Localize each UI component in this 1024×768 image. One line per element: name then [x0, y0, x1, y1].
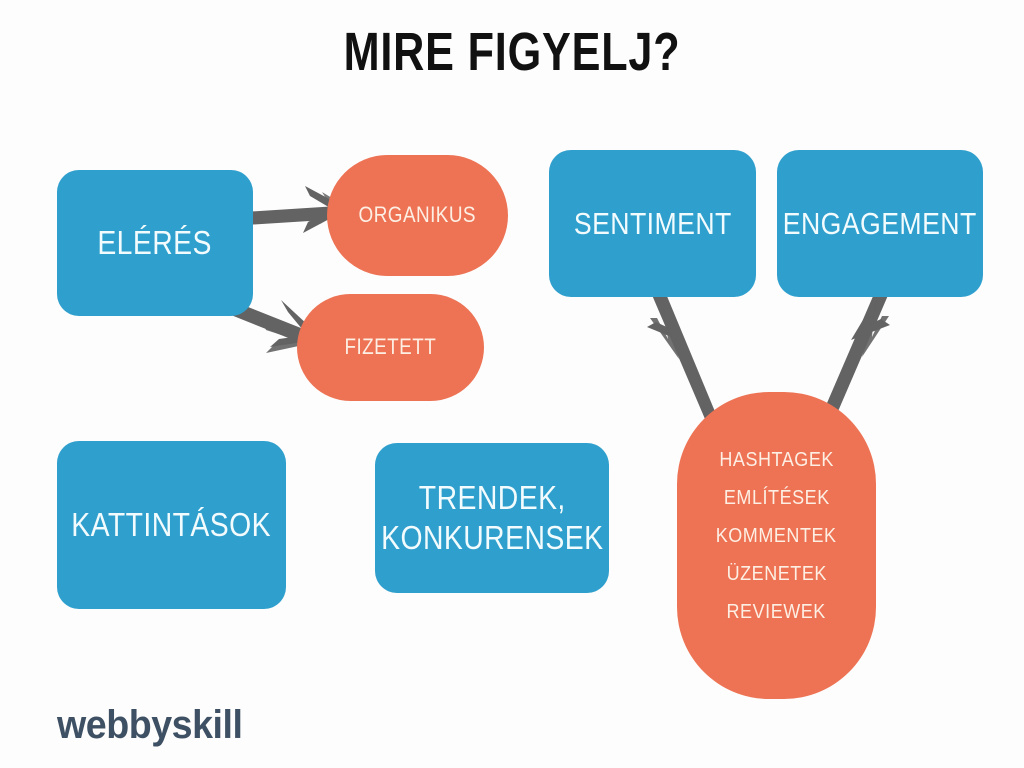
list-item: KOMMENTEK — [716, 525, 837, 547]
page-title: MIRE FIGYELJ? — [343, 22, 681, 82]
node-engagement[interactable]: ENGAGEMENT — [777, 150, 983, 297]
list-item: REVIEWEK — [726, 601, 827, 623]
node-trendek-label: TRENDEK, KONKURENSEK — [380, 478, 604, 556]
node-eleres[interactable]: ELÉRÉS — [57, 170, 253, 316]
list-item: HASHTAGEK — [719, 449, 834, 471]
node-trendek[interactable]: TRENDEK, KONKURENSEK — [375, 443, 609, 593]
node-sentiment[interactable]: SENTIMENT — [549, 150, 756, 297]
node-fizetett-label: FIZETETT — [344, 334, 437, 360]
node-engagement-label: ENGAGEMENT — [783, 205, 977, 241]
node-metrics-list[interactable]: HASHTAGEK EMLÍTÉSEK KOMMENTEK ÜZENETEK R… — [677, 392, 876, 699]
node-sentiment-label: SENTIMENT — [573, 205, 732, 241]
node-kattintasok-label: KATTINTÁSOK — [71, 505, 272, 543]
arrow-lista-to-engagement — [824, 283, 890, 416]
webbyskill-logo: webbyskill — [57, 702, 254, 748]
node-eleres-label: ELÉRÉS — [97, 223, 213, 261]
node-kattintasok[interactable]: KATTINTÁSOK — [57, 441, 286, 609]
list-item: ÜZENETEK — [726, 563, 827, 585]
arrow-lista-to-sentiment — [647, 285, 716, 419]
logo-text: webbyskill — [57, 702, 243, 747]
node-organikus-label: ORGANIKUS — [358, 202, 477, 228]
node-organikus[interactable]: ORGANIKUS — [327, 155, 508, 276]
node-fizetett[interactable]: FIZETETT — [297, 294, 484, 401]
list-item: EMLÍTÉSEK — [723, 487, 830, 509]
